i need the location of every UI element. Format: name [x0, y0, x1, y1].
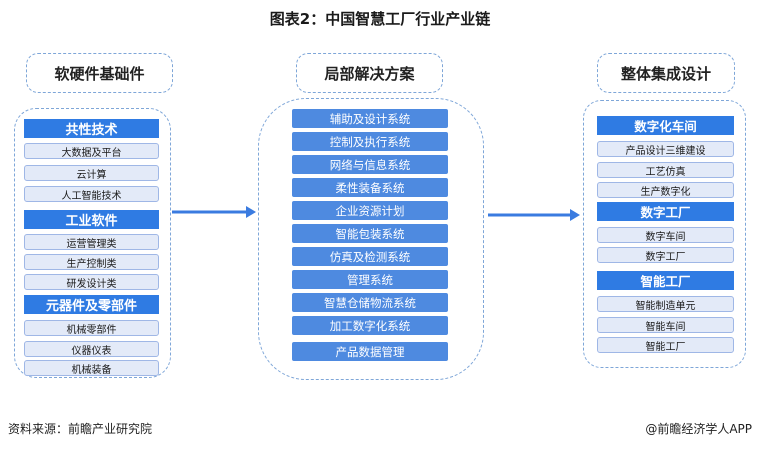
right-group-head-2: 数字工厂 [597, 202, 734, 221]
solution-item: 智慧仓储物流系统 [292, 293, 448, 312]
solution-item: 企业资源计划 [292, 201, 448, 220]
left-item: 机械装备 [24, 360, 159, 376]
left-column-title: 软硬件基础件 [26, 53, 173, 93]
solution-item: 管理系统 [292, 270, 448, 289]
right-item: 生产数字化 [597, 182, 734, 198]
left-group-head-1: 共性技术 [24, 119, 159, 138]
right-item: 智能制造单元 [597, 296, 734, 312]
right-item: 产品设计三维建设 [597, 141, 734, 157]
right-item: 工艺仿真 [597, 162, 734, 178]
arrow-right-icon [172, 206, 256, 218]
figure-title: 图表2：中国智慧工厂行业产业链 [269, 10, 491, 28]
solution-item: 辅助及设计系统 [292, 109, 448, 128]
left-item: 大数据及平台 [24, 143, 159, 159]
source-note: 资料来源：前瞻产业研究院 [8, 422, 153, 436]
right-group-head-3: 智能工厂 [597, 271, 734, 290]
right-item: 数字车间 [597, 227, 734, 243]
credit-note: @前瞻经济学人APP [645, 422, 752, 436]
right-column-title: 整体集成设计 [597, 53, 735, 93]
left-item: 机械零部件 [24, 320, 159, 336]
left-item: 人工智能技术 [24, 186, 159, 202]
right-item: 数字工厂 [597, 247, 734, 263]
solution-item: 控制及执行系统 [292, 132, 448, 151]
left-item: 研发设计类 [24, 274, 159, 290]
solution-item: 仿真及检测系统 [292, 247, 448, 266]
solution-item: 加工数字化系统 [292, 316, 448, 335]
arrow-right-icon [488, 209, 580, 221]
left-item: 生产控制类 [24, 254, 159, 270]
left-group-head-3: 元器件及零部件 [24, 295, 159, 314]
middle-column-title: 局部解决方案 [296, 53, 443, 93]
solution-item: 柔性装备系统 [292, 178, 448, 197]
solution-item: 智能包装系统 [292, 224, 448, 243]
left-item: 云计算 [24, 165, 159, 181]
right-item: 智能车间 [597, 317, 734, 333]
solution-item: 产品数据管理 [292, 342, 448, 361]
right-item: 智能工厂 [597, 337, 734, 353]
right-group-head-1: 数字化车间 [597, 116, 734, 135]
left-group-head-2: 工业软件 [24, 210, 159, 229]
left-item: 仪器仪表 [24, 341, 159, 357]
left-item: 运营管理类 [24, 234, 159, 250]
solution-item: 网络与信息系统 [292, 155, 448, 174]
